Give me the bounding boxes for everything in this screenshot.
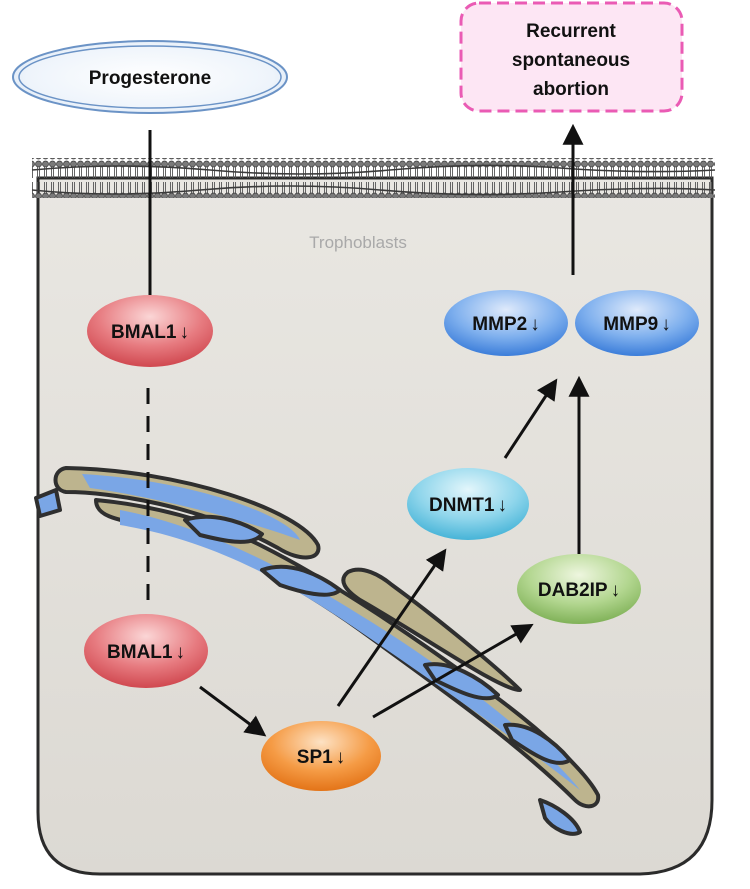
bmal1-bottom-label: BMAL1 (107, 642, 173, 663)
svg-text:BMAL1↓: BMAL1↓ (107, 642, 185, 663)
node-mmp2: MMP2↓ (444, 290, 568, 356)
node-dnmt1: DNMT1↓ (407, 468, 529, 540)
outcome-line-3: abortion (533, 79, 609, 100)
arrow-bmal1-sp1 (199, 685, 267, 737)
dnmt1-label: DNMT1 (429, 495, 495, 516)
bmal1-top-down-arrow: ↓ (179, 322, 189, 343)
bmal1-top-label: BMAL1 (111, 322, 177, 343)
sp1-label: SP1 (297, 747, 333, 768)
svg-text:MMP9↓: MMP9↓ (603, 314, 670, 335)
node-dab2ip: DAB2IP↓ (517, 554, 641, 624)
cell-label: Trophoblasts (309, 233, 407, 252)
outcome-line-1: Recurrent (526, 21, 616, 42)
edges (138, 123, 590, 737)
svg-text:MMP2↓: MMP2↓ (472, 314, 539, 335)
mmp2-label: MMP2 (472, 314, 527, 335)
endoplasmic-reticulum (34, 466, 601, 836)
svg-text:BMAL1↓: BMAL1↓ (111, 322, 189, 343)
arrow-sp1-dab2ip (372, 623, 534, 719)
svg-text:SP1↓: SP1↓ (297, 747, 345, 768)
bmal1-bottom-down-arrow: ↓ (175, 642, 185, 663)
node-bmal1-bottom: BMAL1↓ (84, 614, 208, 688)
mmp9-label: MMP9 (603, 314, 658, 335)
svg-text:DNMT1↓: DNMT1↓ (429, 495, 507, 516)
cell-body (36, 176, 714, 876)
node-bmal1-top: BMAL1↓ (87, 295, 213, 367)
cell-membrane (31, 158, 716, 198)
arrow-sp1-dnmt1 (336, 548, 447, 707)
dab2ip-label: DAB2IP (538, 580, 608, 601)
node-mmp9: MMP9↓ (575, 290, 699, 356)
outcome-box: Recurrent spontaneous abortion (459, 1, 684, 113)
outcome-line-2: spontaneous (512, 50, 630, 71)
svg-text:DAB2IP↓: DAB2IP↓ (538, 580, 620, 601)
arrow-dnmt1-mmp (503, 378, 558, 459)
mmp9-down-arrow: ↓ (661, 314, 671, 335)
dab2ip-down-arrow: ↓ (611, 580, 621, 601)
sp1-down-arrow: ↓ (336, 747, 346, 768)
node-sp1: SP1↓ (261, 721, 381, 791)
mmp2-down-arrow: ↓ (530, 314, 540, 335)
dnmt1-down-arrow: ↓ (497, 495, 507, 516)
progesterone-label: Progesterone (89, 68, 211, 89)
progesterone-node: Progesterone (12, 40, 288, 114)
